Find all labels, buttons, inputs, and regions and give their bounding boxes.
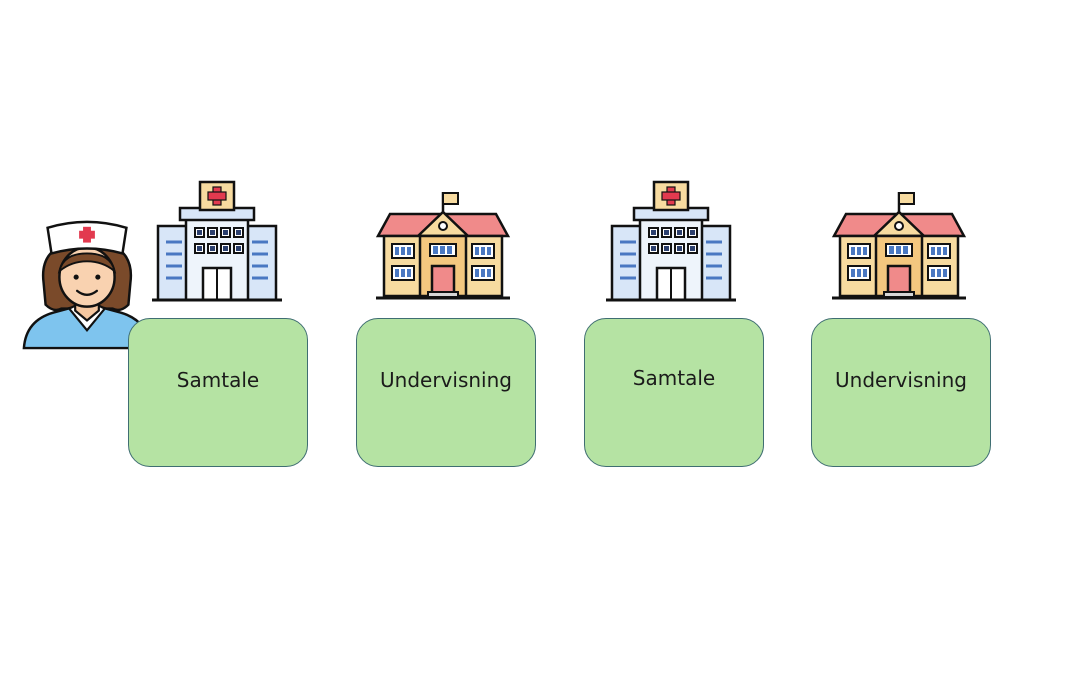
step-box-undervisning: Undervisning xyxy=(811,318,991,467)
step-box-undervisning: Undervisning xyxy=(356,318,536,467)
school-icon xyxy=(375,192,511,300)
hospital-icon xyxy=(152,180,282,302)
step-label: Undervisning xyxy=(380,368,512,392)
step-label: Undervisning xyxy=(835,368,967,392)
step-label: Samtale xyxy=(176,368,260,392)
school-icon xyxy=(831,192,967,300)
step-box-samtale: Samtale xyxy=(584,318,764,467)
step-box-samtale: Samtale xyxy=(128,318,308,467)
step-label: Samtale xyxy=(632,365,716,390)
hospital-icon xyxy=(606,180,736,302)
